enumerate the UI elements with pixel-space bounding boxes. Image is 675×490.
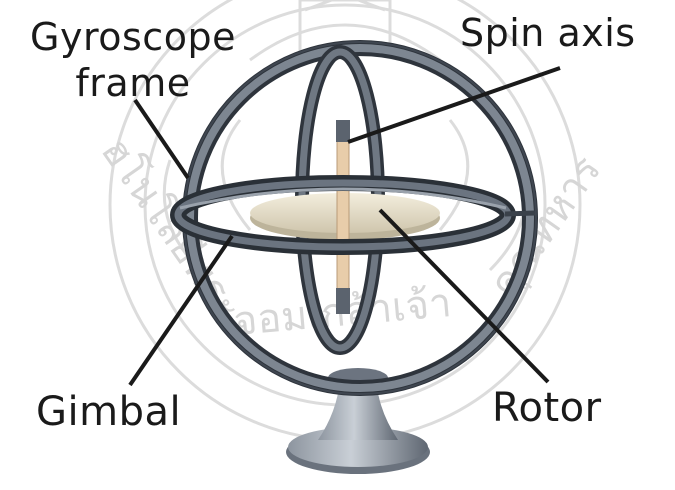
spin-axis-spindle: [336, 120, 350, 314]
label-gyroscope-frame: Gyroscope frame: [8, 14, 258, 106]
label-rotor: Rotor: [492, 388, 602, 428]
label-gyroscope-frame-line1: Gyroscope: [8, 14, 258, 60]
label-spin-axis: Spin axis: [460, 14, 636, 52]
label-gyroscope-frame-line2: frame: [8, 60, 258, 106]
svg-text:ฮโนโลยีพระ: ฮโนโลยีพระ: [92, 129, 251, 329]
label-gimbal: Gimbal: [36, 392, 181, 432]
